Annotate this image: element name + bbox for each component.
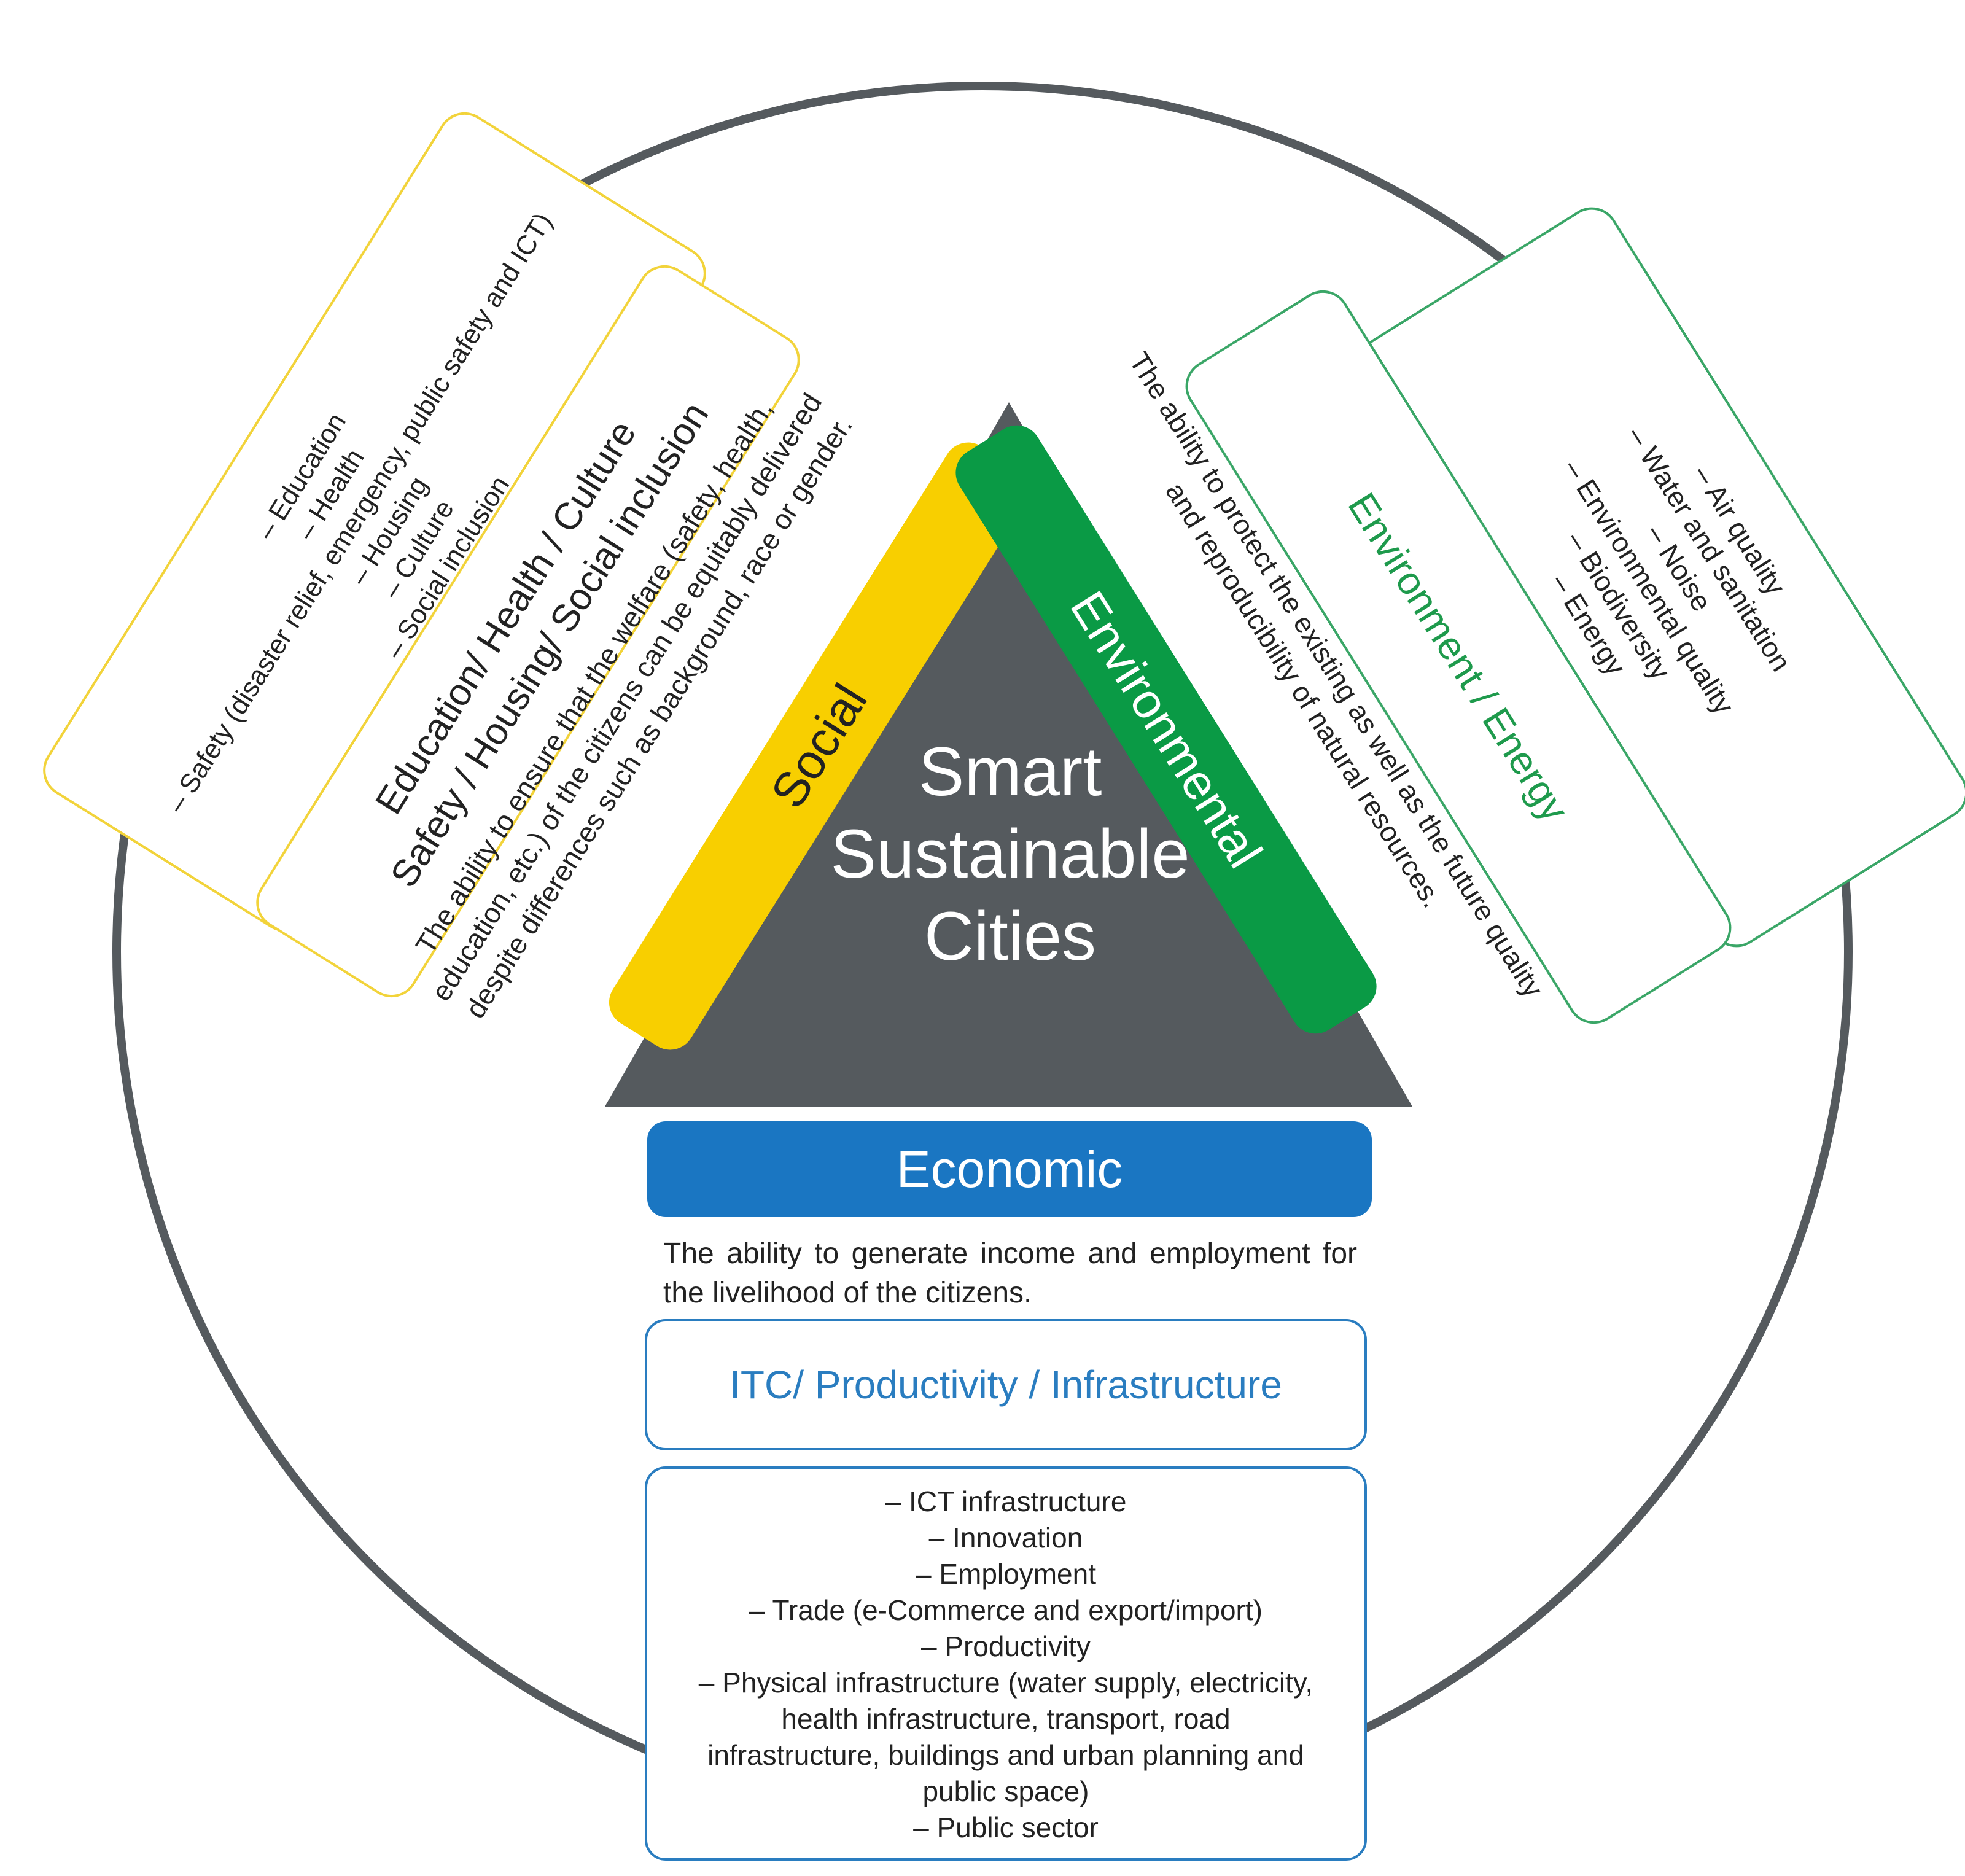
economic-item: – Innovation: [928, 1522, 1083, 1554]
economic-indicators-box: – ICT infrastructure – Innovation – Empl…: [645, 1466, 1367, 1861]
economic-item: – ICT infrastructure: [885, 1485, 1127, 1517]
economic-theme-box: ITC/ Productivity / Infrastructure: [645, 1319, 1367, 1450]
center-title-line-2: Sustainable: [830, 815, 1190, 892]
center-triangle: [605, 402, 1412, 1107]
economic-item: health infrastructure, transport, road: [781, 1703, 1231, 1735]
economic-item: – Public sector: [913, 1812, 1099, 1843]
center-title-line-1: Smart: [918, 733, 1102, 810]
economic-item: – Trade (e-Commerce and export/import): [749, 1594, 1263, 1626]
economic-item: – Productivity: [920, 1630, 1091, 1662]
economic-description: The ability to generate income and emplo…: [663, 1237, 1357, 1309]
economic-item: infrastructure, buildings and urban plan…: [707, 1739, 1304, 1771]
economic-item: – Physical infrastructure (water supply,…: [698, 1667, 1313, 1699]
center-title-line-3: Cities: [924, 898, 1097, 975]
economic-item: – Employment: [915, 1558, 1096, 1590]
economic-label-bar: Economic: [647, 1121, 1372, 1217]
economic-item: public space): [922, 1775, 1089, 1807]
center-title: Smart Sustainable Cities: [768, 731, 1253, 978]
